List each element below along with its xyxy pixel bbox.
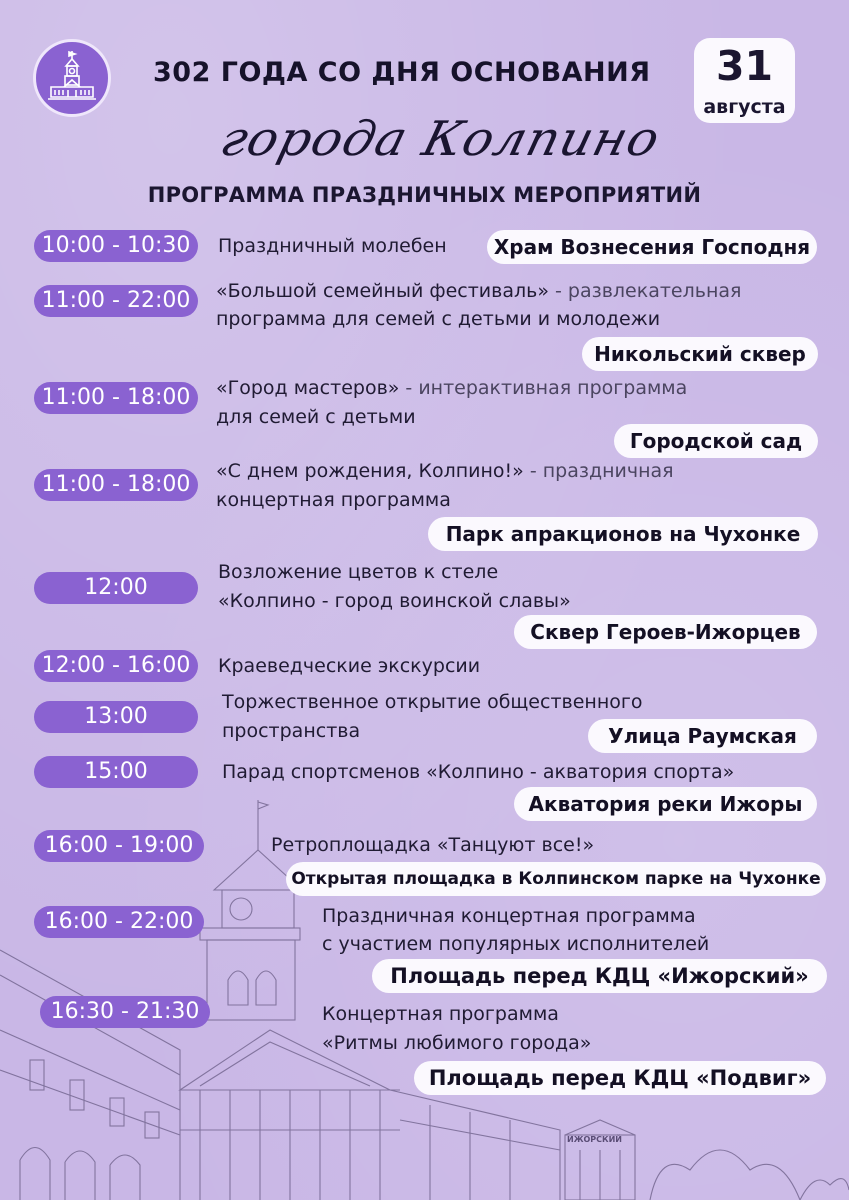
event-location: Открытая площадка в Колпинском парке на … bbox=[286, 862, 826, 896]
event-title: «Город мастеров» - интерактивная програм… bbox=[216, 374, 687, 402]
event-location: Площадь перед КДЦ «Подвиг» bbox=[414, 1061, 826, 1095]
event-title-rest: - праздничная bbox=[523, 460, 674, 482]
event-title-main: Праздничный молебен bbox=[218, 235, 447, 257]
event-title-main: «Большой семейный фестиваль» bbox=[216, 280, 549, 302]
event-title-main: «С днем рождения, Колпино!» bbox=[216, 460, 524, 482]
event-title: «С днем рождения, Колпино!» - празднична… bbox=[216, 457, 674, 485]
page-title-script: города Колпино bbox=[215, 111, 666, 167]
event-location: Храм Вознесения Господня bbox=[487, 230, 817, 264]
event-title-rest: - развлекательная bbox=[548, 280, 742, 302]
izhorsky-plant-building-sketch-icon: ИЖОРСКИЙ bbox=[0, 800, 849, 1200]
event-title-rest: - интерактивная программа bbox=[399, 377, 688, 399]
event-location: Площадь перед КДЦ «Ижорский» bbox=[372, 959, 827, 993]
event-title: Краеведческие экскурсии bbox=[218, 652, 480, 680]
event-time-badge: 12:00 - 16:00 bbox=[34, 650, 198, 682]
date-day: 31 bbox=[715, 42, 774, 90]
event-time-badge: 11:00 - 18:00 bbox=[34, 382, 198, 414]
event-location: Акватория реки Ижоры bbox=[514, 787, 817, 821]
event-title-main: «Город мастеров» bbox=[216, 377, 400, 399]
event-title: Концертная программа bbox=[322, 1000, 559, 1028]
event-title-main: Ретроплощадка «Танцуют все!» bbox=[271, 834, 595, 856]
event-time-badge: 11:00 - 22:00 bbox=[34, 285, 198, 317]
page-title: 302 ГОДА СО ДНЯ ОСНОВАНИЯ bbox=[153, 57, 651, 88]
event-title: Торжественное открытие общественного bbox=[222, 688, 642, 716]
event-title-main: Концертная программа bbox=[322, 1003, 559, 1025]
event-description: концертная программа bbox=[216, 489, 451, 511]
event-description: для семей с детьми bbox=[216, 406, 416, 428]
event-time-badge: 11:00 - 18:00 bbox=[34, 469, 198, 501]
event-time-badge: 12:00 bbox=[34, 572, 198, 604]
event-title-main: Торжественное открытие общественного bbox=[222, 691, 643, 713]
event-time-badge: 15:00 bbox=[34, 756, 198, 788]
event-title: Праздничный молебен bbox=[218, 232, 447, 260]
event-time-badge: 16:00 - 19:00 bbox=[34, 830, 204, 862]
event-description: программа для семей с детьми и молодежи bbox=[216, 308, 661, 330]
event-location: Парк апракционов на Чухонке bbox=[428, 517, 818, 551]
event-time-badge: 13:00 bbox=[34, 701, 198, 733]
date-badge: 31 августа bbox=[694, 38, 795, 123]
clock-tower-emblem-icon bbox=[48, 50, 96, 100]
event-time-badge: 16:30 - 21:30 bbox=[40, 996, 210, 1028]
event-title: Парад спортсменов «Колпино - акватория с… bbox=[222, 758, 734, 786]
date-month: августа bbox=[703, 96, 786, 118]
event-title-main: Парад спортсменов «Колпино - акватория с… bbox=[222, 761, 735, 783]
event-description: с участием популярных исполнителей bbox=[322, 933, 710, 955]
event-title: Праздничная концертная программа bbox=[322, 902, 696, 930]
event-title: Ретроплощадка «Танцуют все!» bbox=[271, 831, 594, 859]
page-subtitle: ПРОГРАММА ПРАЗДНИЧНЫХ МЕРОПРИЯТИЙ bbox=[147, 183, 702, 207]
event-title-main: Краеведческие экскурсии bbox=[218, 655, 481, 677]
event-time-badge: 10:00 - 10:30 bbox=[34, 230, 198, 262]
event-title: Возложение цветов к стеле bbox=[218, 558, 498, 586]
event-description: «Колпино - город воинской славы» bbox=[218, 590, 571, 612]
event-description: пространства bbox=[222, 720, 361, 742]
event-description: «Ритмы любимого города» bbox=[322, 1032, 592, 1054]
city-emblem-logo bbox=[33, 39, 111, 117]
event-time-badge: 16:00 - 22:00 bbox=[34, 906, 204, 938]
event-location: Никольский сквер bbox=[582, 337, 818, 371]
event-location: Сквер Героев-Ижорцев bbox=[514, 615, 817, 649]
event-title-main: Возложение цветов к стеле bbox=[218, 561, 499, 583]
event-location: Городской сад bbox=[614, 424, 818, 458]
event-title: «Большой семейный фестиваль» - развлекат… bbox=[216, 277, 741, 305]
building-sign-text: ИЖОРСКИЙ bbox=[567, 1133, 622, 1144]
event-title-main: Праздничная концертная программа bbox=[322, 905, 696, 927]
event-location: Улица Раумская bbox=[588, 719, 817, 753]
